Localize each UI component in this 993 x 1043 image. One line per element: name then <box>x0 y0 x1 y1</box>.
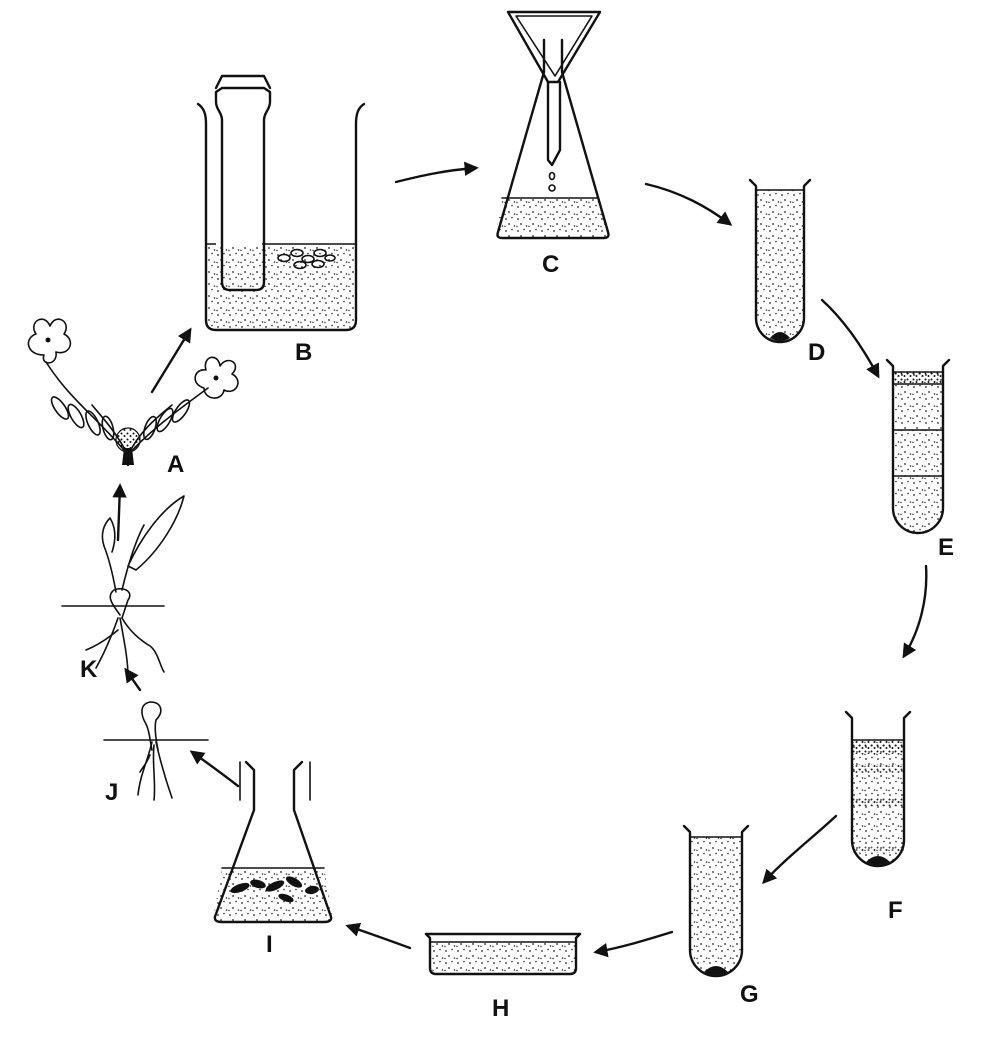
protoplast-cells-icon <box>277 248 336 270</box>
flower-left-icon <box>27 318 72 364</box>
label-i: I <box>266 931 273 958</box>
label-c: C <box>542 251 559 278</box>
stage-f-banded-tube <box>844 710 912 868</box>
label-j: J <box>105 779 118 806</box>
stage-k-plantlet <box>61 495 185 677</box>
label-a: A <box>167 451 184 478</box>
stage-e-gradient-tube <box>885 358 951 535</box>
arrow-e-to-f <box>902 564 928 659</box>
flower-right-icon <box>194 356 239 399</box>
label-e: E <box>938 534 954 561</box>
arrow-a-to-b <box>150 327 192 394</box>
arrow-h-to-i <box>345 922 412 950</box>
arrow-j-to-k <box>124 667 142 692</box>
stage-h-petri-dish <box>424 932 582 976</box>
arrow-b-to-c <box>394 161 479 184</box>
stage-g-pellet-tube <box>682 824 750 978</box>
arrow-k-to-a <box>112 483 127 542</box>
stage-j-rooted-shoot <box>103 701 209 801</box>
arrow-i-to-j <box>189 750 240 788</box>
stage-b-beaker <box>196 74 366 332</box>
stage-a-flowering-plant <box>27 318 239 467</box>
label-f: F <box>888 897 903 924</box>
arrow-f-to-g <box>762 814 838 885</box>
arrow-c-to-d <box>644 182 733 226</box>
arrow-g-to-h <box>593 930 674 958</box>
arrow-d-to-e <box>820 298 880 379</box>
stage-i-callus-flask <box>213 760 333 924</box>
stage-d-centrifuge-tube <box>748 178 812 344</box>
label-d: D <box>808 339 825 366</box>
label-g: G <box>740 981 759 1008</box>
label-k: K <box>80 656 98 683</box>
label-h: H <box>492 995 509 1022</box>
callus-pieces-icon <box>230 876 319 903</box>
stage-c-filtration-flask <box>496 10 610 240</box>
cycle-arrows <box>112 161 928 958</box>
label-b: B <box>295 339 312 366</box>
